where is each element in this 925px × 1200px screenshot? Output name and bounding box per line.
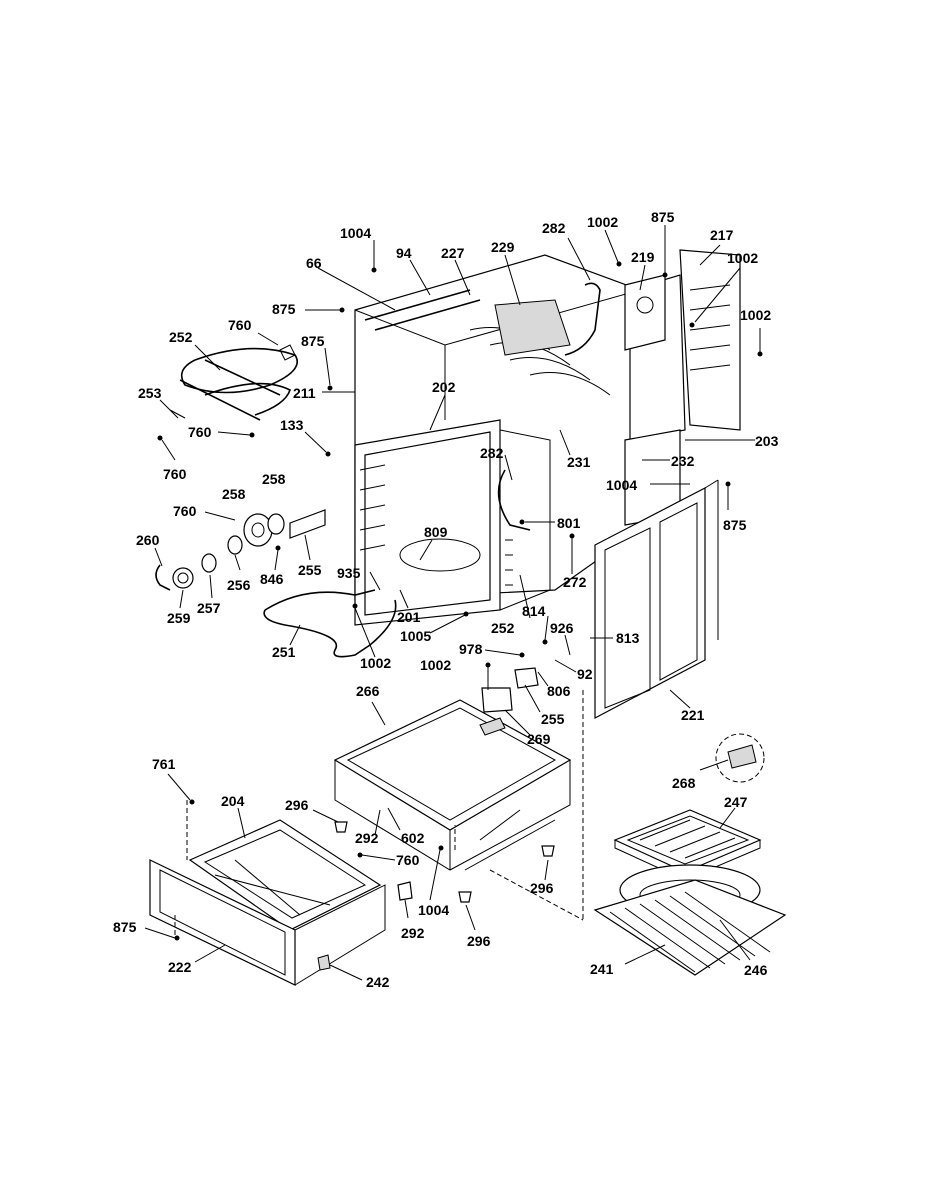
callout-296: 296: [467, 933, 491, 949]
callout-269: 269: [527, 731, 551, 747]
callout-229: 229: [491, 239, 515, 255]
callout-1004: 1004: [340, 225, 371, 241]
callout-217: 217: [710, 227, 734, 243]
callout-1002: 1002: [420, 657, 451, 673]
callout-809: 809: [424, 524, 448, 540]
callout-1002: 1002: [740, 307, 771, 323]
storage-drawer: [149, 819, 413, 986]
callout-292: 292: [355, 830, 379, 846]
callout-252: 252: [169, 329, 193, 345]
callout-1002: 1002: [727, 250, 758, 266]
callout-204: 204: [221, 793, 245, 809]
callout-875: 875: [113, 919, 137, 935]
callout-94: 94: [396, 245, 412, 261]
callout-202: 202: [432, 379, 456, 395]
callout-211: 211: [293, 385, 316, 401]
callout-926: 926: [550, 620, 574, 636]
callout-1002: 1002: [360, 655, 391, 671]
callout-255: 255: [541, 711, 565, 727]
callout-801: 801: [557, 515, 581, 531]
callout-201: 201: [397, 609, 421, 625]
callout-760: 760: [396, 852, 420, 868]
drawer-support-frame: [333, 667, 572, 871]
callout-875: 875: [301, 333, 325, 349]
callout-292: 292: [401, 925, 425, 941]
callout-66: 66: [306, 255, 322, 271]
callout-257: 257: [197, 600, 221, 616]
callout-846: 846: [260, 571, 284, 587]
callout-252: 252: [491, 620, 515, 636]
callout-935: 935: [337, 565, 361, 581]
callout-241: 241: [590, 961, 614, 977]
callout-247: 247: [724, 794, 748, 810]
callout-268: 268: [672, 775, 696, 791]
callout-760: 760: [188, 424, 212, 440]
callout-272: 272: [563, 574, 587, 590]
broiler-pan-and-rack: [593, 733, 787, 976]
control-switch-parts: [155, 509, 326, 591]
callout-978: 978: [459, 641, 483, 657]
broil-element: [169, 344, 298, 421]
callout-253: 253: [138, 385, 162, 401]
callout-760: 760: [228, 317, 252, 333]
callout-259: 259: [167, 610, 191, 626]
callout-761: 761: [152, 756, 176, 772]
callout-602: 602: [401, 830, 425, 846]
callout-266: 266: [356, 683, 380, 699]
callout-133: 133: [280, 417, 304, 433]
callout-282: 282: [542, 220, 566, 236]
callout-760: 760: [163, 466, 187, 482]
callout-806: 806: [547, 683, 571, 699]
callout-203: 203: [755, 433, 779, 449]
callout-222: 222: [168, 959, 192, 975]
bake-element: [263, 589, 397, 658]
callout-232: 232: [671, 453, 695, 469]
callout-296: 296: [285, 797, 309, 813]
callout-875: 875: [651, 209, 675, 225]
callout-92: 92: [577, 666, 593, 682]
leader-lines: [144, 225, 763, 981]
screws: [334, 821, 555, 903]
callout-1005: 1005: [400, 628, 431, 644]
callout-260: 260: [136, 532, 160, 548]
callout-246: 246: [744, 962, 768, 978]
callout-227: 227: [441, 245, 465, 261]
callout-296: 296: [530, 880, 554, 896]
callout-814: 814: [522, 603, 546, 619]
callout-282: 282: [480, 445, 504, 461]
callout-760: 760: [173, 503, 197, 519]
callout-242: 242: [366, 974, 390, 990]
oven-body-assembly: [354, 249, 741, 626]
callout-813: 813: [616, 630, 640, 646]
callout-labels: 1004 94 227 229 282 1002 875 219 217 100…: [113, 209, 779, 990]
callout-1004: 1004: [606, 477, 637, 493]
callout-251: 251: [272, 644, 296, 660]
callout-231: 231: [567, 454, 591, 470]
callout-256: 256: [227, 577, 251, 593]
callout-219: 219: [631, 249, 655, 265]
callout-258: 258: [222, 486, 246, 502]
callout-875: 875: [723, 517, 747, 533]
callout-221: 221: [681, 707, 705, 723]
callout-258: 258: [262, 471, 286, 487]
callout-875: 875: [272, 301, 296, 317]
guide-lines: [174, 690, 584, 935]
callout-255: 255: [298, 562, 322, 578]
callout-1002: 1002: [587, 214, 618, 230]
oven-door: [594, 479, 719, 719]
callout-1004: 1004: [418, 902, 449, 918]
